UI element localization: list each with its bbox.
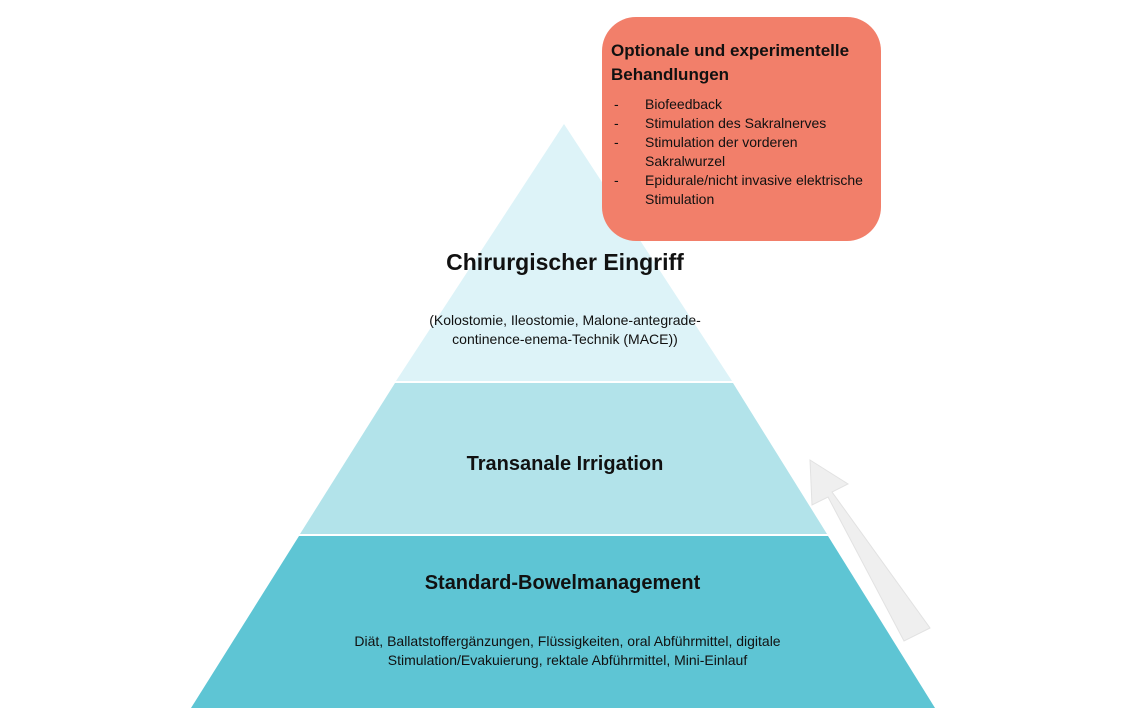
- list-item: Stimulation des Sakralnerves: [611, 114, 873, 133]
- tier-middle-title: Transanale Irrigation: [466, 453, 664, 475]
- up-right-arrow-icon: [809, 459, 931, 642]
- optional-treatments-title: Optionale und experimentelle Behandlunge…: [611, 41, 850, 84]
- pyramid-tier-bottom: [191, 536, 935, 708]
- list-item: Biofeedback: [611, 95, 873, 114]
- optional-treatments-list: Biofeedback Stimulation des Sakralnerves…: [611, 95, 873, 209]
- pyramid-tier-top: [396, 124, 732, 381]
- tier-bottom-subtitle: Diät, Ballatstoffergänzungen, Flüssigkei…: [354, 633, 781, 668]
- tier-bottom-title: Standard-Bowelmanagement: [424, 572, 701, 594]
- pyramid-tier-middle: [300, 383, 827, 534]
- tier-top-title: Chirurgischer Eingriff: [446, 249, 684, 275]
- list-item: Stimulation der vorderen Sakralwurzel: [611, 133, 873, 171]
- optional-treatments-box: Optionale und experimentelle Behandlunge…: [602, 17, 881, 241]
- tier-top-subtitle: (Kolostomie, Ileostomie, Malone-antegrad…: [429, 312, 701, 347]
- list-item: Epidurale/nicht invasive elektrische Sti…: [611, 171, 873, 209]
